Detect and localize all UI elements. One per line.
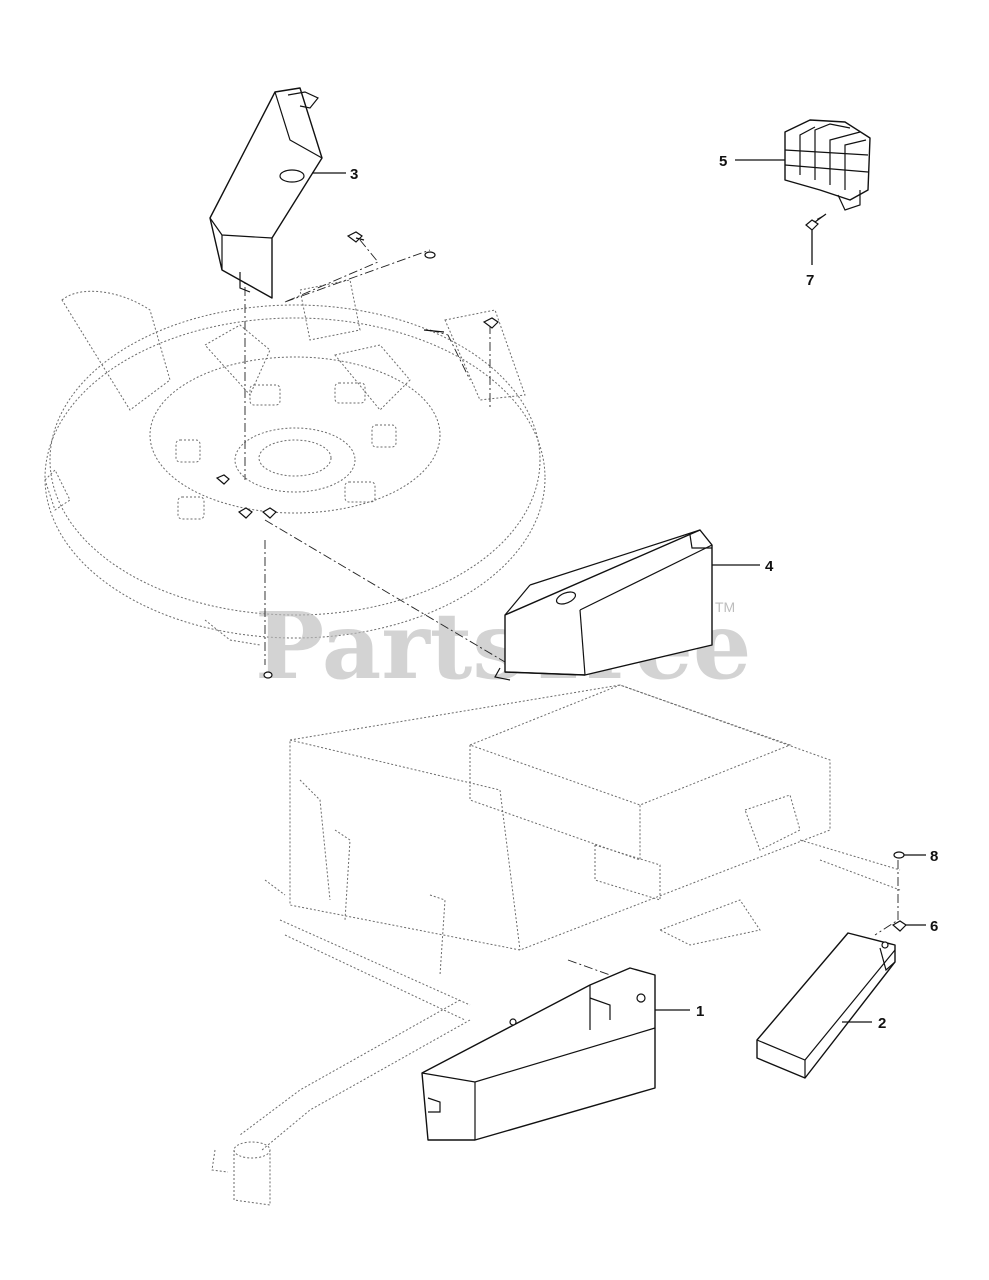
washer-icon: [424, 251, 436, 259]
callout-7-label: 7: [806, 272, 814, 289]
callout-2: 2: [842, 1015, 886, 1032]
callout-1-label: 1: [696, 1003, 704, 1020]
bolt-icon: [261, 507, 277, 519]
watermark-trademark: TM: [715, 599, 735, 615]
nut-icon: [263, 671, 273, 679]
hardware: [215, 213, 907, 932]
bolt-icon: [482, 317, 499, 329]
part-2-side-plate: [756, 932, 896, 1079]
frame-ghost: [211, 684, 901, 1206]
mower-deck-ghost: [44, 279, 546, 646]
callout-2-label: 2: [878, 1015, 886, 1032]
callout-4-label: 4: [765, 558, 774, 575]
callout-3: 3: [312, 166, 358, 183]
callout-1: 1: [655, 1003, 704, 1020]
callout-6: 6: [906, 918, 938, 935]
callout-5-label: 5: [719, 153, 727, 170]
callout-3-label: 3: [350, 166, 358, 183]
part-1-frame-cover: [421, 967, 656, 1141]
bolt-icon: [237, 507, 253, 519]
callout-6-label: 6: [930, 918, 938, 935]
callouts: 1 2 3 4 5 6 7 8: [312, 153, 938, 1032]
part-3-front-shield: [209, 87, 323, 299]
pin-icon: [423, 329, 445, 333]
part-5-basket-guard: [784, 119, 871, 211]
screw-icon: [805, 213, 827, 231]
bolt-icon: [215, 474, 230, 485]
callout-8-label: 8: [930, 848, 938, 865]
bolt-icon: [346, 231, 365, 243]
callout-8: 8: [904, 848, 938, 865]
washer-icon: [893, 851, 905, 859]
callout-4: 4: [712, 558, 774, 575]
part-4-deflector-shield: [494, 529, 713, 681]
callout-7: 7: [806, 230, 814, 289]
callout-5: 5: [719, 153, 785, 170]
